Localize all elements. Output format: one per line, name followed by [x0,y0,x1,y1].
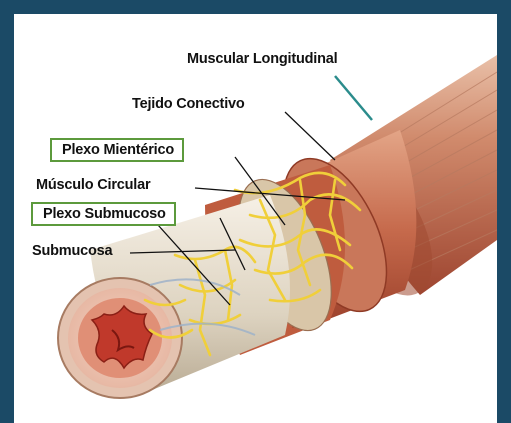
label-submucosa: Submucosa [32,242,112,260]
leader-line-tejido-conectivo [285,112,335,160]
label-tejido-conectivo: Tejido Conectivo [132,95,245,113]
label-musculo-circular: Músculo Circular [36,176,150,194]
leader-line-muscular-longitudinal [335,76,372,120]
mucosa-cross-section [58,278,182,398]
diagram-panel: Muscular Longitudinal Tejido Conectivo P… [14,14,497,423]
label-plexo-submucoso: Plexo Submucoso [31,202,176,226]
label-plexo-mienterico: Plexo Mientérico [50,138,184,162]
label-muscular-longitudinal: Muscular Longitudinal [187,50,337,68]
